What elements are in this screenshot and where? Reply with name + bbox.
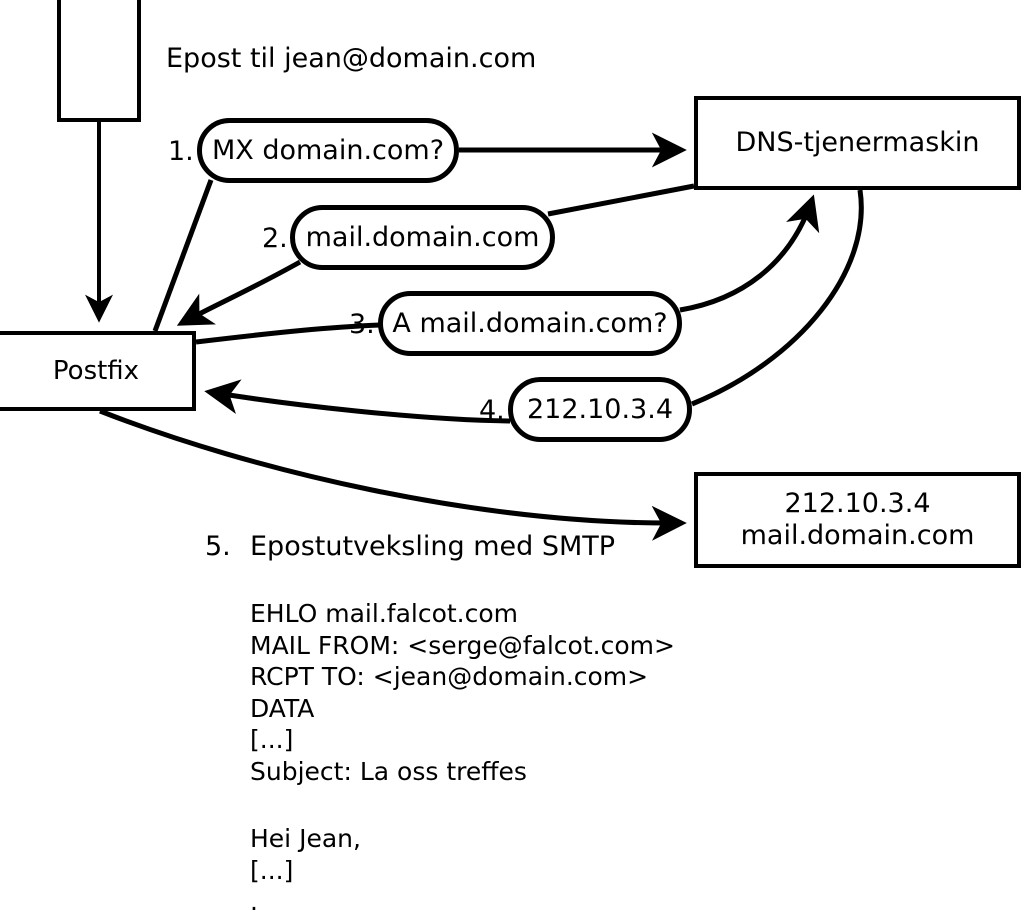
step-3-label: A mail.domain.com? — [392, 308, 668, 339]
postfix-node-label: Postfix — [52, 355, 140, 386]
edge-dns-to-bubble4 — [691, 189, 864, 407]
mail-server-node[interactable]: 212.10.3.4 mail.domain.com — [694, 472, 1021, 568]
mail-server-ip: 212.10.3.4 — [784, 488, 931, 520]
dns-server-node[interactable]: DNS-tjenermaskin — [694, 96, 1021, 190]
step-2-number: 2. — [262, 223, 288, 254]
mail-server-node-text: 212.10.3.4 mail.domain.com — [741, 488, 975, 552]
message-body: Hei Jean, [...] . — [250, 824, 361, 916]
step-2-bubble[interactable]: mail.domain.com — [290, 205, 555, 270]
step-1-bubble[interactable]: MX domain.com? — [197, 118, 459, 183]
mail-server-hostname: mail.domain.com — [740, 520, 975, 551]
dns-server-node-label: DNS-tjenermaskin — [735, 127, 980, 159]
email-caption: Epost til jean@domain.com — [166, 43, 537, 74]
step-1-label: MX domain.com? — [211, 135, 445, 166]
edge-postfix-to-bubble1 — [152, 179, 214, 332]
edge-postfix-to-bubble3 — [195, 322, 381, 345]
step-3-bubble[interactable]: A mail.domain.com? — [378, 291, 682, 356]
step-4-number: 4. — [479, 395, 505, 426]
edge-bubble2-to-postfix — [176, 259, 302, 326]
step-5-number: 5. — [205, 531, 231, 562]
edge-bubble3-to-dns — [679, 194, 820, 313]
step-3-number: 3. — [349, 309, 375, 340]
edge-bubble4-to-postfix — [204, 379, 511, 424]
edge-dns-to-bubble2 — [547, 183, 695, 217]
step-4-label: 212.10.3.4 — [527, 394, 673, 425]
smtp-transcript: EHLO mail.falcot.com MAIL FROM: <serge@f… — [250, 599, 675, 786]
step-5-label: Epostutveksling med SMTP — [250, 531, 616, 562]
edge-postfix-to-mailserver — [99, 408, 687, 541]
step-2-label: mail.domain.com — [305, 222, 540, 253]
step-1-number: 1. — [168, 136, 194, 167]
postfix-node[interactable]: Postfix — [0, 331, 196, 411]
client-node[interactable] — [57, 0, 141, 122]
step-4-bubble[interactable]: 212.10.3.4 — [508, 377, 692, 442]
